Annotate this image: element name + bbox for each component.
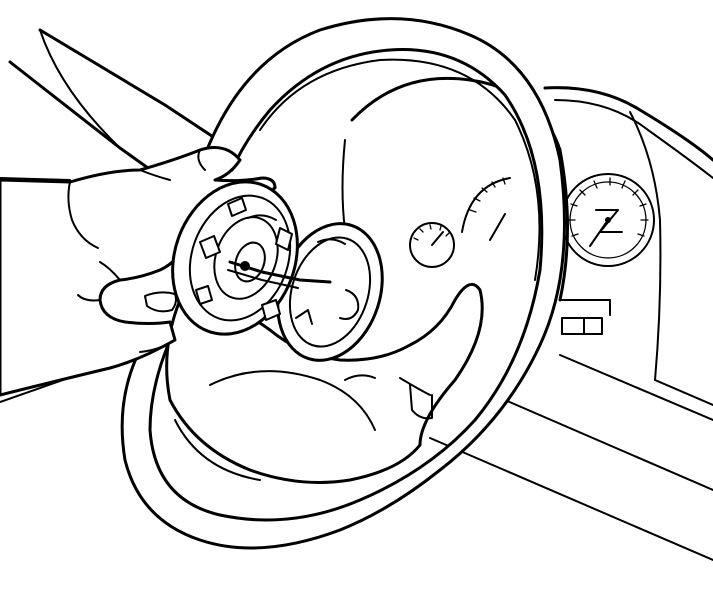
- switch-panel: [559, 299, 611, 335]
- gauge: [561, 173, 655, 267]
- clock-spring: [171, 180, 332, 336]
- speedometer-center: [461, 177, 511, 241]
- dashboard-outline: [429, 86, 713, 561]
- small-gauge: [409, 222, 455, 268]
